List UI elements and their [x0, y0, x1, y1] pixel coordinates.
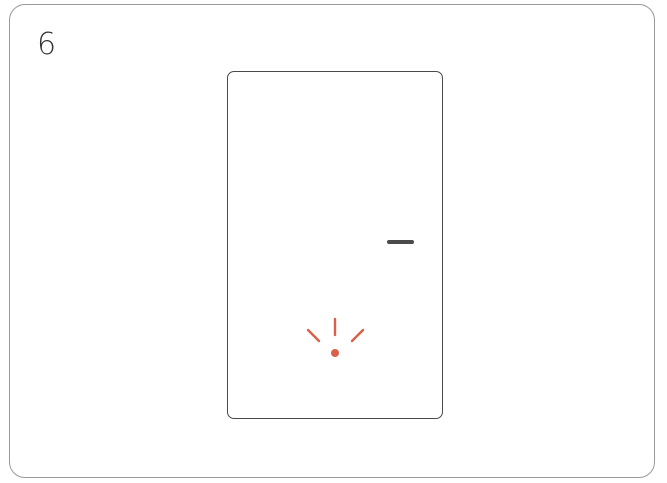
blinking-light-icon [300, 312, 372, 364]
device-outline [227, 71, 443, 419]
blink-dot [331, 349, 339, 357]
step-number: 6 [37, 30, 56, 60]
blink-ray-right [352, 330, 363, 341]
blink-ray-left [308, 330, 319, 341]
indicator-bar [387, 240, 414, 244]
